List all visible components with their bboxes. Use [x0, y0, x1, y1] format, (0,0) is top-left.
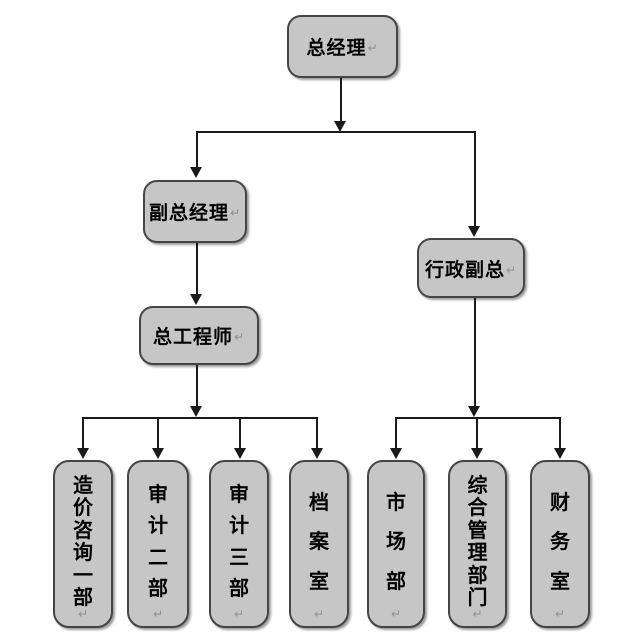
- connector-right-branch-bar: [395, 417, 561, 419]
- connector-drop-archives: [316, 417, 318, 448]
- org-node-dept-cost-consulting-1: 造价咨询一部 ↵: [53, 460, 113, 628]
- connector-drop-marketing: [395, 417, 397, 448]
- arrowhead-to-admin-vp: [468, 226, 480, 237]
- connector-drop-cost-consulting-1: [82, 417, 84, 448]
- node-label: 档案室: [309, 489, 329, 593]
- org-node-deputy-general-manager: 副总经理↵: [143, 180, 247, 243]
- arrowhead-to-marketing: [390, 448, 402, 459]
- paragraph-return-mark: ↵: [554, 607, 566, 621]
- connector-split-to-dgm-line: [196, 131, 198, 167]
- connector-ce-down-line: [196, 365, 198, 407]
- arrowhead-gm-to-splitbar: [334, 121, 346, 132]
- arrowhead-avp-to-branchbar: [468, 406, 480, 417]
- connector-drop-audit-3: [239, 417, 241, 448]
- paragraph-return-mark: ↵: [472, 607, 483, 621]
- node-label: 行政副总: [424, 258, 505, 281]
- paragraph-return-mark: ↵: [505, 262, 518, 277]
- node-label: 副总经理: [148, 202, 229, 224]
- arrowhead-to-general-management: [471, 448, 483, 459]
- connector-gm-down-line: [340, 78, 342, 124]
- connector-left-branch-bar: [82, 417, 318, 419]
- org-node-chief-engineer: 总工程师↵: [139, 306, 259, 365]
- connector-drop-finance: [559, 417, 561, 448]
- org-node-dept-audit-2: 审计二部 ↵: [127, 460, 189, 628]
- arrowhead-to-chief-engineer: [190, 294, 202, 305]
- paragraph-return-mark: ↵: [367, 41, 379, 55]
- paragraph-return-mark: ↵: [77, 607, 89, 621]
- connector-dgm-to-ce-line: [196, 243, 198, 295]
- arrowhead-to-deputy-general-manager: [190, 167, 202, 178]
- node-label: 综合管理部门: [467, 472, 488, 610]
- node-label: 总工程师: [152, 326, 233, 348]
- arrowhead-to-archives: [311, 448, 323, 459]
- org-node-dept-finance: 财务室 ↵: [530, 460, 590, 628]
- org-node-dept-general-management: 综合管理部门 ↵: [448, 460, 507, 628]
- org-node-dept-audit-3: 审计三部 ↵: [209, 460, 269, 628]
- arrowhead-to-finance: [554, 448, 566, 459]
- paragraph-return-mark: ↵: [152, 607, 164, 621]
- paragraph-return-mark: ↵: [233, 607, 245, 621]
- connector-split-to-avp-line: [474, 131, 476, 226]
- org-node-admin-vp: 行政副总↵: [417, 238, 525, 298]
- org-node-general-manager: 总经理↵: [287, 15, 398, 78]
- arrowhead-to-audit-2: [152, 448, 164, 459]
- node-label: 造价咨询一部: [73, 472, 93, 610]
- connector-avp-down-line: [474, 298, 476, 407]
- node-label: 审计二部: [148, 481, 168, 601]
- paragraph-return-mark: ↵: [390, 607, 402, 621]
- paragraph-return-mark: ↵: [313, 607, 325, 621]
- connector-drop-general-management: [476, 417, 478, 448]
- node-label: 财务室: [550, 489, 570, 593]
- connector-drop-audit-2: [157, 417, 159, 448]
- node-label: 审计三部: [229, 481, 249, 601]
- org-node-dept-archives: 档案室 ↵: [289, 460, 349, 628]
- org-node-dept-marketing: 市场部 ↵: [367, 460, 425, 628]
- paragraph-return-mark: ↵: [229, 206, 242, 220]
- node-label: 市场部: [386, 489, 406, 593]
- node-label: 总经理: [306, 37, 367, 59]
- arrowhead-to-audit-3: [234, 448, 246, 459]
- arrowhead-to-cost-consulting-1: [77, 448, 89, 459]
- arrowhead-ce-to-branchbar: [190, 406, 202, 417]
- connector-top-split-bar: [196, 131, 476, 133]
- paragraph-return-mark: ↵: [233, 330, 246, 344]
